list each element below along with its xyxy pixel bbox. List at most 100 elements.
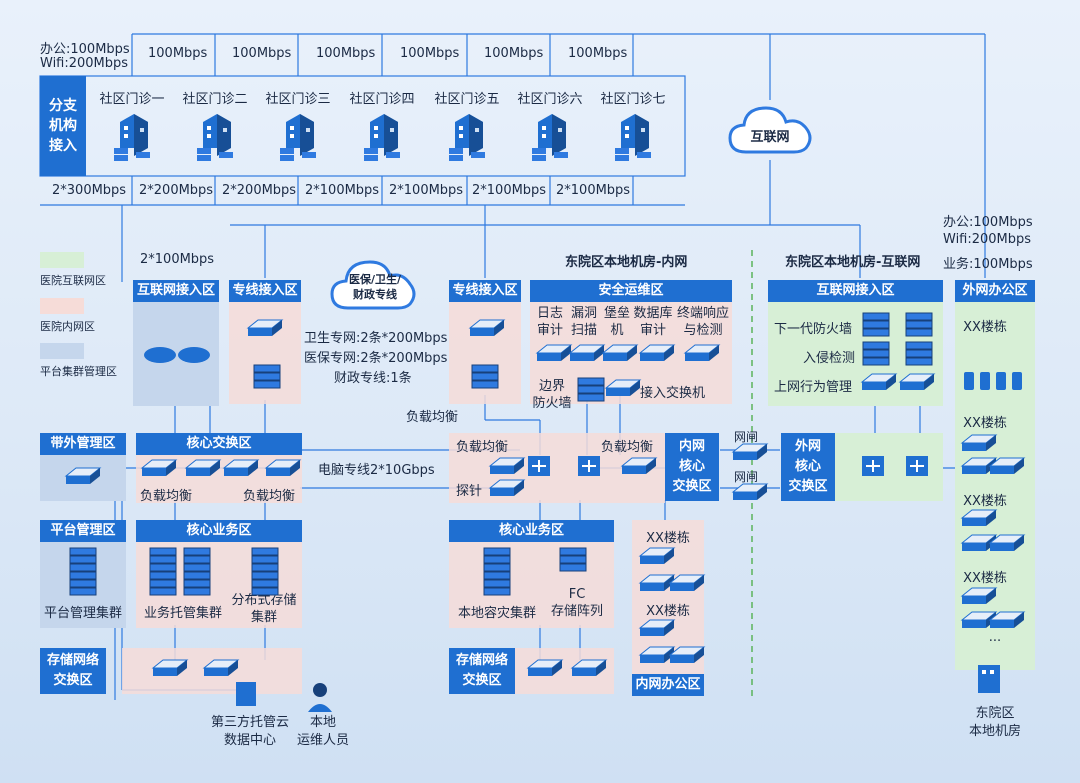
left-bandwidth: 2*100Mbps xyxy=(140,252,215,267)
link-label: 2*100Mbps xyxy=(389,183,464,198)
storage-switch-mid-zone xyxy=(515,648,614,694)
load-balance-label: 负载均衡 xyxy=(601,440,654,455)
gatekeeper-label: 网闸 xyxy=(734,430,759,444)
dr-cluster-label: 本地容灾集群 xyxy=(457,606,536,621)
internet-access-header: 互联网接入区 xyxy=(133,280,219,302)
clinic-building-icon xyxy=(532,108,572,170)
platform-cluster-label: 平台管理集群 xyxy=(43,606,122,621)
ops-item: 数据库 审计 xyxy=(633,306,673,338)
special-line-cloud-icon xyxy=(330,260,416,310)
link-label: 100Mbps xyxy=(568,46,628,61)
storage-switch-left-zone xyxy=(122,648,302,694)
inner-office-header: 内网办公区 xyxy=(632,674,704,696)
load-balance-label: 负载均衡 xyxy=(456,440,509,455)
ops-item: 堡垒 机 xyxy=(603,306,630,338)
ops-item: 日志 审计 xyxy=(536,306,563,338)
ops-item: 终端响应 与检测 xyxy=(676,306,729,338)
building-label: XX楼栋 xyxy=(963,416,1007,431)
internet-label: 互联网 xyxy=(750,130,790,145)
local-ops-label: 本地 运维人员 xyxy=(296,715,349,748)
probe-label: 探针 xyxy=(456,484,483,499)
third-party-dc-label: 第三方托管云 数据中心 xyxy=(210,715,289,748)
special-access-header-left: 专线接入区 xyxy=(229,280,301,302)
storage-switch-mid: 存储网络 交换区 xyxy=(449,648,515,694)
link-label: 2*100Mbps xyxy=(556,183,631,198)
biz-hosting-label: 业务托管集群 xyxy=(143,606,222,621)
core-biz-mid-header: 核心业务区 xyxy=(449,520,614,542)
clinic-building-icon xyxy=(615,108,655,170)
top-bandwidth-office: 办公:100Mbps xyxy=(40,42,130,57)
special-line-item: 医保专网:2条*200Mbps xyxy=(304,351,448,366)
inner-room-title: 东院区本地机房-内网 xyxy=(565,255,688,270)
ops-item: 漏洞 扫描 xyxy=(570,306,597,338)
link-label: 2*200Mbps xyxy=(139,183,214,198)
clinic-building-icon xyxy=(449,108,489,170)
building-label: ... xyxy=(988,630,1002,645)
outer-office-header: 外网办公区 xyxy=(955,280,1035,302)
legend-swatch-internet xyxy=(40,252,84,268)
oob-header: 带外管理区 xyxy=(40,433,126,455)
link-label: 2*300Mbps xyxy=(52,183,127,198)
ops-zone-header: 安全运维区 xyxy=(530,280,732,302)
building-label: XX楼栋 xyxy=(646,604,690,619)
legend-swatch-platform xyxy=(40,343,84,359)
gatekeeper-label: 网闸 xyxy=(734,470,759,484)
legend-label: 平台集群管理区 xyxy=(40,365,117,378)
clinic-building-icon xyxy=(364,108,404,170)
load-balance-label: 负载均衡 xyxy=(243,489,296,504)
outer-office-bw: 业务:100Mbps xyxy=(943,257,1033,272)
inner-core-switch: 内网 核心 交换区 xyxy=(665,433,719,501)
building-label: XX楼栋 xyxy=(963,571,1007,586)
link-label: 2*100Mbps xyxy=(305,183,380,198)
link-label: 2*100Mbps xyxy=(472,183,547,198)
load-balance-label: 负载均衡 xyxy=(406,410,459,425)
building-label: XX楼栋 xyxy=(646,531,690,546)
core-switch-header: 核心交换区 xyxy=(136,433,302,455)
internet-cloud-icon xyxy=(728,106,812,154)
clinic-label: 社区门诊一 xyxy=(99,92,165,107)
inet-item: 上网行为管理 xyxy=(774,380,853,395)
east-room-label: 东院区 本地机房 xyxy=(968,706,1021,739)
special-line-item: 财政专线:1条 xyxy=(334,371,412,386)
platform-mgmt-header: 平台管理区 xyxy=(40,520,126,542)
link-label: 100Mbps xyxy=(232,46,292,61)
special-line-cloud-label: 医保/卫生/ 财政专线 xyxy=(348,273,402,301)
link-label: 100Mbps xyxy=(400,46,460,61)
outer-core-zone xyxy=(835,433,943,501)
clinic-building-icon xyxy=(197,108,237,170)
clinic-label: 社区门诊六 xyxy=(517,92,583,107)
special-line-item: 卫生专网:2条*200Mbps xyxy=(304,331,448,346)
legend-swatch-intranet xyxy=(40,298,84,314)
link-label: 100Mbps xyxy=(484,46,544,61)
outer-office-bw: Wifi:200Mbps xyxy=(943,232,1032,247)
storage-switch-left: 存储网络 交换区 xyxy=(40,648,106,694)
special-access-header-mid: 专线接入区 xyxy=(449,280,521,302)
inet-room-title: 东院区本地机房-互联网 xyxy=(785,255,921,270)
branch-access-label: 分支 机构 接入 xyxy=(40,76,86,176)
clinic-building-icon xyxy=(114,108,154,170)
inet-item: 下一代防火墙 xyxy=(774,322,853,337)
building-label: XX楼栋 xyxy=(963,494,1007,509)
fc-array-label: FC 存储阵列 xyxy=(550,587,603,619)
inet-access-right-header: 互联网接入区 xyxy=(768,280,943,302)
inet-item: 入侵检测 xyxy=(803,351,856,366)
load-balance-label: 负载均衡 xyxy=(140,489,193,504)
clinic-label: 社区门诊四 xyxy=(349,92,415,107)
access-switch-label: 接入交换机 xyxy=(640,386,706,401)
legend-label: 医院内网区 xyxy=(40,320,95,333)
core-biz-left-header: 核心业务区 xyxy=(136,520,302,542)
top-bandwidth-wifi: Wifi:200Mbps xyxy=(40,56,129,71)
clinic-label: 社区门诊二 xyxy=(182,92,248,107)
outer-office-zone xyxy=(955,280,1035,670)
link-label: 100Mbps xyxy=(316,46,376,61)
outer-core-switch: 外网 核心 交换区 xyxy=(781,433,835,501)
clinic-label: 社区门诊三 xyxy=(265,92,331,107)
clinic-label: 社区门诊五 xyxy=(434,92,500,107)
pc-line-label: 电脑专线2*10Gbps xyxy=(318,463,435,478)
legend-label: 医院互联网区 xyxy=(40,274,106,287)
link-label: 100Mbps xyxy=(148,46,208,61)
link-label: 2*200Mbps xyxy=(222,183,297,198)
clinic-label: 社区门诊七 xyxy=(600,92,666,107)
border-firewall-label: 边界 防火墙 xyxy=(532,379,572,411)
dist-storage-label: 分布式存储 集群 xyxy=(231,593,297,625)
